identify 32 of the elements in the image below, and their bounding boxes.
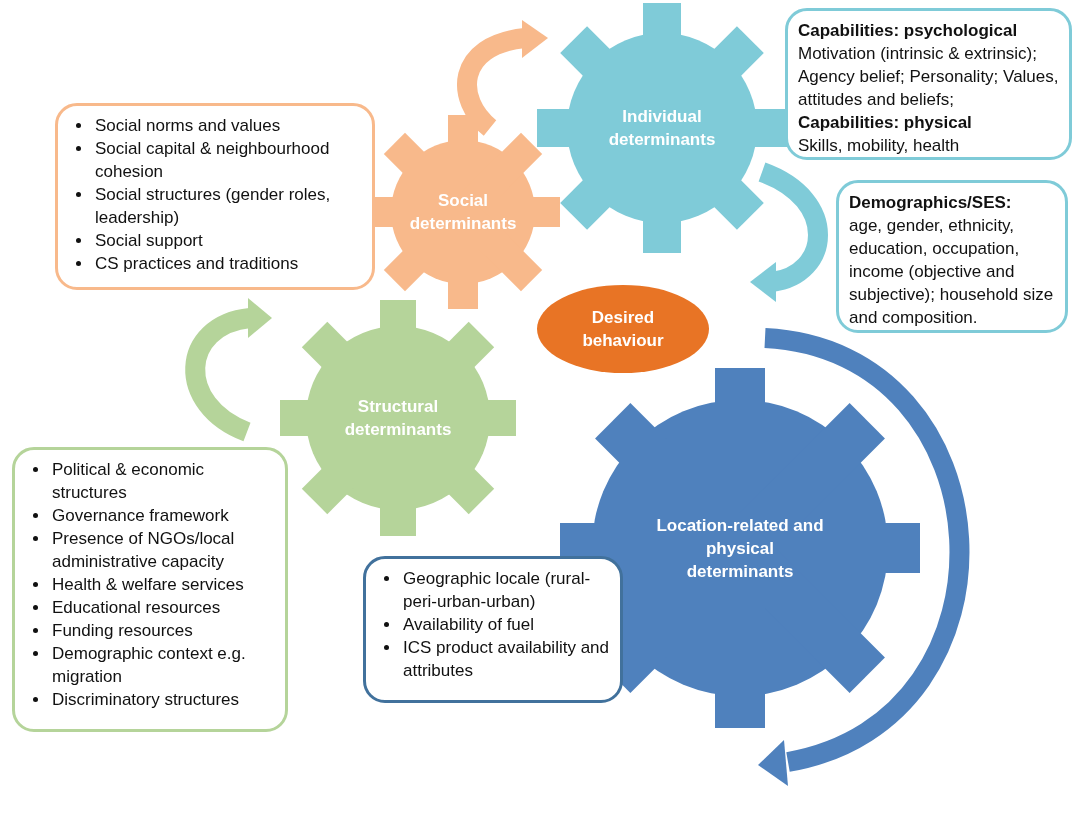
bullet-text: Social norms and values <box>95 115 281 137</box>
bullet-text: Political & economic structures <box>52 459 206 504</box>
bullet-text: Availability of fuel <box>403 614 535 636</box>
gear-label: Structural determinants <box>343 396 453 441</box>
text-panel <box>12 447 288 732</box>
panel-text: Skills, mobility, health <box>798 135 961 157</box>
bullet-text: Presence of NGOs/local administrative capacity <box>52 528 236 573</box>
goal-label: Desired behaviour <box>581 307 665 352</box>
bullet-text: Funding resources <box>52 620 193 642</box>
panel-heading: Capabilities: psychological <box>798 20 1019 42</box>
bullet-text: Social structures (gender roles, leadership) <box>95 184 332 229</box>
bullet-text: Social capital & neighbourhood cohesion <box>95 138 331 183</box>
panel-heading: Demographics/SES: <box>849 192 1013 214</box>
bullet-text: Discriminatory structures <box>52 689 240 711</box>
gear-label: Social determinants <box>408 190 518 235</box>
text-panel <box>836 180 1068 333</box>
gear-label: Location-related and physical determinants <box>655 514 825 583</box>
text-panel <box>363 556 623 703</box>
text-panel <box>785 8 1072 160</box>
bullet-text: Health & welfare services <box>52 574 244 596</box>
bullet-text: CS practices and traditions <box>95 253 299 275</box>
bullet-text: Demographic context e.g. migration <box>52 643 247 688</box>
gear-label: Individual determinants <box>607 106 717 151</box>
panel-text: Motivation (intrinsic & extrinsic); Agency belief; Personality; Values, attitudes and beliefs; <box>798 43 1059 111</box>
bullet-text: ICS product availability and attributes <box>403 637 610 682</box>
panel-text: age, gender, ethnicity, education, occupation, income (objective and subjective); household size and composition. <box>849 215 1055 329</box>
bullet-text: Educational resources <box>52 597 221 619</box>
panel-heading: Capabilities: physical <box>798 112 973 134</box>
text-panel <box>55 103 375 290</box>
bullet-text: Geographic locale (rural-peri-urban-urban) <box>403 568 592 613</box>
bullet-text: Social support <box>95 230 203 252</box>
bullet-text: Governance framework <box>52 505 229 527</box>
